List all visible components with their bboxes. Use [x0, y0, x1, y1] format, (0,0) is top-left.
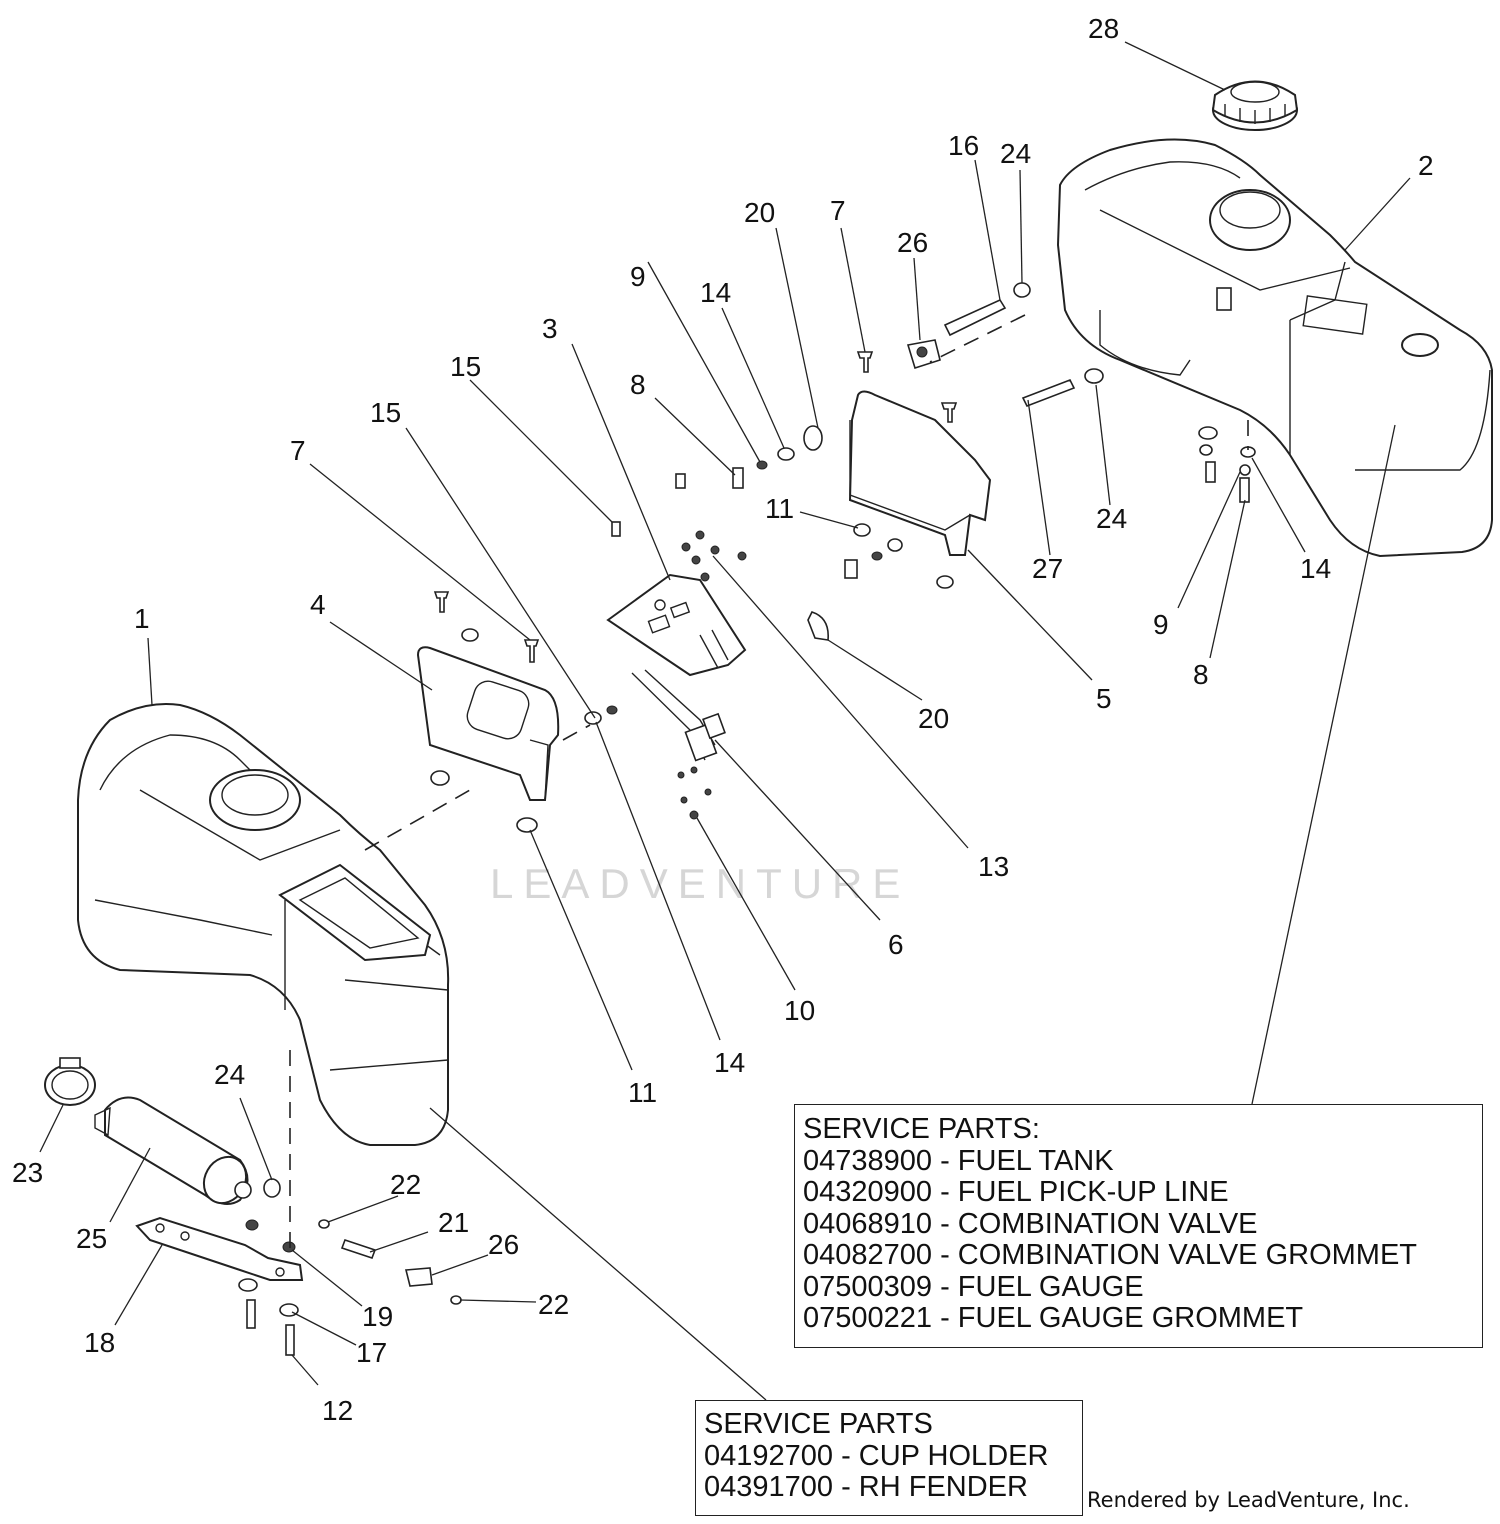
callout: 24 — [1000, 138, 1031, 169]
service-parts-line: 04391700 - RH FENDER — [704, 1471, 1028, 1503]
right-fender-tank — [1056, 138, 1493, 558]
callout: 24 — [1096, 503, 1127, 534]
service-parts-line: SERVICE PARTS — [704, 1408, 933, 1440]
callout: 3 — [542, 313, 558, 344]
callout: 4 — [310, 589, 326, 620]
service-parts-line: 04738900 - FUEL TANK — [803, 1144, 1114, 1177]
service-parts-line: 07500221 - FUEL GAUGE GROMMET — [803, 1302, 1304, 1334]
callout: 11 — [628, 1077, 657, 1108]
callout: 23 — [12, 1157, 43, 1188]
callout: 11 — [765, 493, 794, 524]
service-parts-line: SERVICE PARTS: — [803, 1113, 1040, 1145]
callout: 10 — [784, 995, 815, 1026]
callout: 25 — [76, 1223, 107, 1254]
callout: 20 — [744, 197, 775, 228]
callout: 9 — [630, 261, 646, 292]
service-parts-line: 04068910 - COMBINATION VALVE — [803, 1207, 1258, 1240]
callout: 15 — [450, 351, 481, 382]
callout: 2 — [1418, 150, 1434, 181]
fuel-filter-25 — [94, 1096, 252, 1205]
callout: 28 — [1088, 13, 1119, 44]
callout: 14 — [714, 1047, 745, 1078]
callout: 9 — [1153, 609, 1169, 640]
gauge-plate-3 — [606, 573, 747, 677]
callout: 14 — [700, 277, 731, 308]
callout: 15 — [370, 397, 401, 428]
service-parts-box-tank: SERVICE PARTS: 04738900 - FUEL TANK 0432… — [794, 1104, 1483, 1348]
callout: 8 — [1193, 659, 1209, 690]
callout: 17 — [356, 1337, 387, 1368]
service-parts-line: 07500309 - FUEL GAUGE — [803, 1270, 1144, 1303]
callout: 26 — [488, 1229, 519, 1260]
callout: 12 — [322, 1395, 353, 1426]
assembly-lines — [289, 314, 1249, 1250]
callout: 7 — [290, 435, 306, 466]
hardware — [238, 282, 1256, 1356]
callout: 5 — [1096, 683, 1112, 714]
callout: 20 — [918, 703, 949, 734]
callout: 21 — [438, 1207, 469, 1238]
mounting-bracket-18 — [135, 1216, 304, 1281]
callout: 26 — [897, 227, 928, 258]
service-parts-box-fender: SERVICE PARTS 04192700 - CUP HOLDER 0439… — [695, 1400, 1083, 1516]
callout: 14 — [1300, 553, 1331, 584]
callout: 22 — [390, 1169, 421, 1200]
callout: 19 — [362, 1301, 393, 1332]
hose-clamp-23 — [44, 1057, 96, 1106]
gauge-wiring-6 — [631, 669, 726, 762]
callout: 18 — [84, 1327, 115, 1358]
callout: 27 — [1032, 553, 1063, 584]
callout: 22 — [538, 1289, 569, 1320]
callout: 24 — [214, 1059, 245, 1090]
callout-labels: 28 2 16 24 20 7 26 9 14 3 15 8 15 7 11 2… — [12, 13, 1434, 1426]
leader-lines — [39, 41, 1411, 1401]
service-parts-line: 04082700 - COMBINATION VALVE GROMMET — [803, 1239, 1417, 1271]
callout: 1 — [134, 603, 150, 634]
callout: 16 — [948, 130, 979, 161]
gas-cap — [1211, 80, 1299, 131]
rendered-by-credit: Rendered by LeadVenture, Inc. — [1087, 1488, 1410, 1512]
callout: 8 — [630, 369, 646, 400]
callout: 7 — [830, 195, 846, 226]
left-fender — [77, 703, 450, 1146]
bracket-plate-5 — [848, 390, 992, 556]
bracket-plate-4 — [416, 646, 560, 801]
service-parts-line: 04320900 - FUEL PICK-UP LINE — [803, 1176, 1229, 1208]
callout: 6 — [888, 929, 904, 960]
service-parts-line: 04192700 - CUP HOLDER — [704, 1439, 1049, 1472]
callout: 13 — [978, 851, 1009, 882]
